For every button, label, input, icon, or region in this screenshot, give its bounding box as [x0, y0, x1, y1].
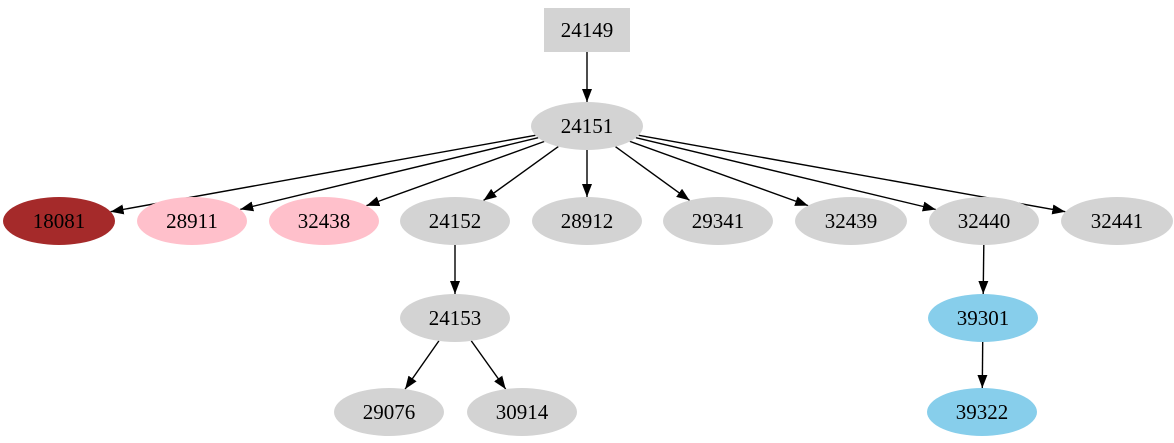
edge-24151-32438 [366, 140, 545, 207]
node-24152: 24152 [400, 197, 510, 245]
node-29076: 29076 [334, 388, 444, 436]
node-shape-ellipse [532, 197, 642, 245]
node-shape-ellipse [929, 197, 1039, 245]
node-shape-ellipse [663, 197, 773, 245]
node-label: 24151 [561, 114, 614, 138]
node-label: 32438 [298, 209, 351, 233]
edge-24151-29341 [615, 146, 691, 201]
node-shape-ellipse [334, 388, 444, 436]
node-29341: 29341 [663, 197, 773, 245]
node-24149: 24149 [544, 8, 630, 52]
node-label: 32440 [958, 209, 1011, 233]
node-label: 29076 [363, 400, 416, 424]
node-shape-ellipse [467, 388, 577, 436]
edge-32440-39301 [978, 244, 989, 295]
node-28911: 28911 [137, 197, 247, 245]
edge-24151-28911 [240, 137, 539, 212]
node-18081: 18081 [3, 197, 115, 245]
node-24153: 24153 [400, 294, 510, 342]
node-label: 29341 [692, 209, 745, 233]
node-shape-ellipse [795, 197, 907, 245]
edge-24151-32440 [635, 137, 936, 212]
node-shape-ellipse [269, 197, 379, 245]
edge-24151-24152 [483, 146, 559, 202]
node-label: 39322 [956, 400, 1009, 424]
edge-24153-29076 [404, 340, 440, 390]
node-shape-ellipse [137, 197, 247, 245]
node-label: 24149 [561, 18, 614, 42]
node-24151: 24151 [531, 102, 643, 150]
node-label: 28912 [561, 209, 614, 233]
node-32438: 32438 [269, 197, 379, 245]
node-shape-ellipse [400, 197, 510, 245]
node-label: 39301 [957, 306, 1010, 330]
node-shape-box [544, 8, 630, 52]
node-label: 32441 [1091, 209, 1144, 233]
node-shape-ellipse [400, 294, 510, 342]
node-30914: 30914 [467, 388, 577, 436]
node-label: 30914 [496, 400, 549, 424]
node-32441: 32441 [1061, 197, 1173, 245]
node-32440: 32440 [929, 197, 1039, 245]
node-label: 18081 [33, 209, 86, 233]
node-shape-ellipse [927, 388, 1037, 436]
node-shape-ellipse [531, 102, 643, 150]
node-28912: 28912 [532, 197, 642, 245]
node-label: 32439 [825, 209, 878, 233]
nodes-layer: 24149 24151 18081 28911 32438 24152 28912 29341… [3, 8, 1173, 436]
node-shape-ellipse [928, 294, 1038, 342]
node-label: 24153 [429, 306, 482, 330]
edge-24151-32439 [629, 140, 809, 207]
node-shape-ellipse [1061, 197, 1173, 245]
node-39301: 39301 [928, 294, 1038, 342]
node-shape-ellipse [3, 197, 115, 245]
node-label: 28911 [166, 209, 218, 233]
edge-24153-30914 [470, 340, 507, 390]
node-32439: 32439 [795, 197, 907, 245]
node-label: 24152 [429, 209, 482, 233]
node-39322: 39322 [927, 388, 1037, 436]
